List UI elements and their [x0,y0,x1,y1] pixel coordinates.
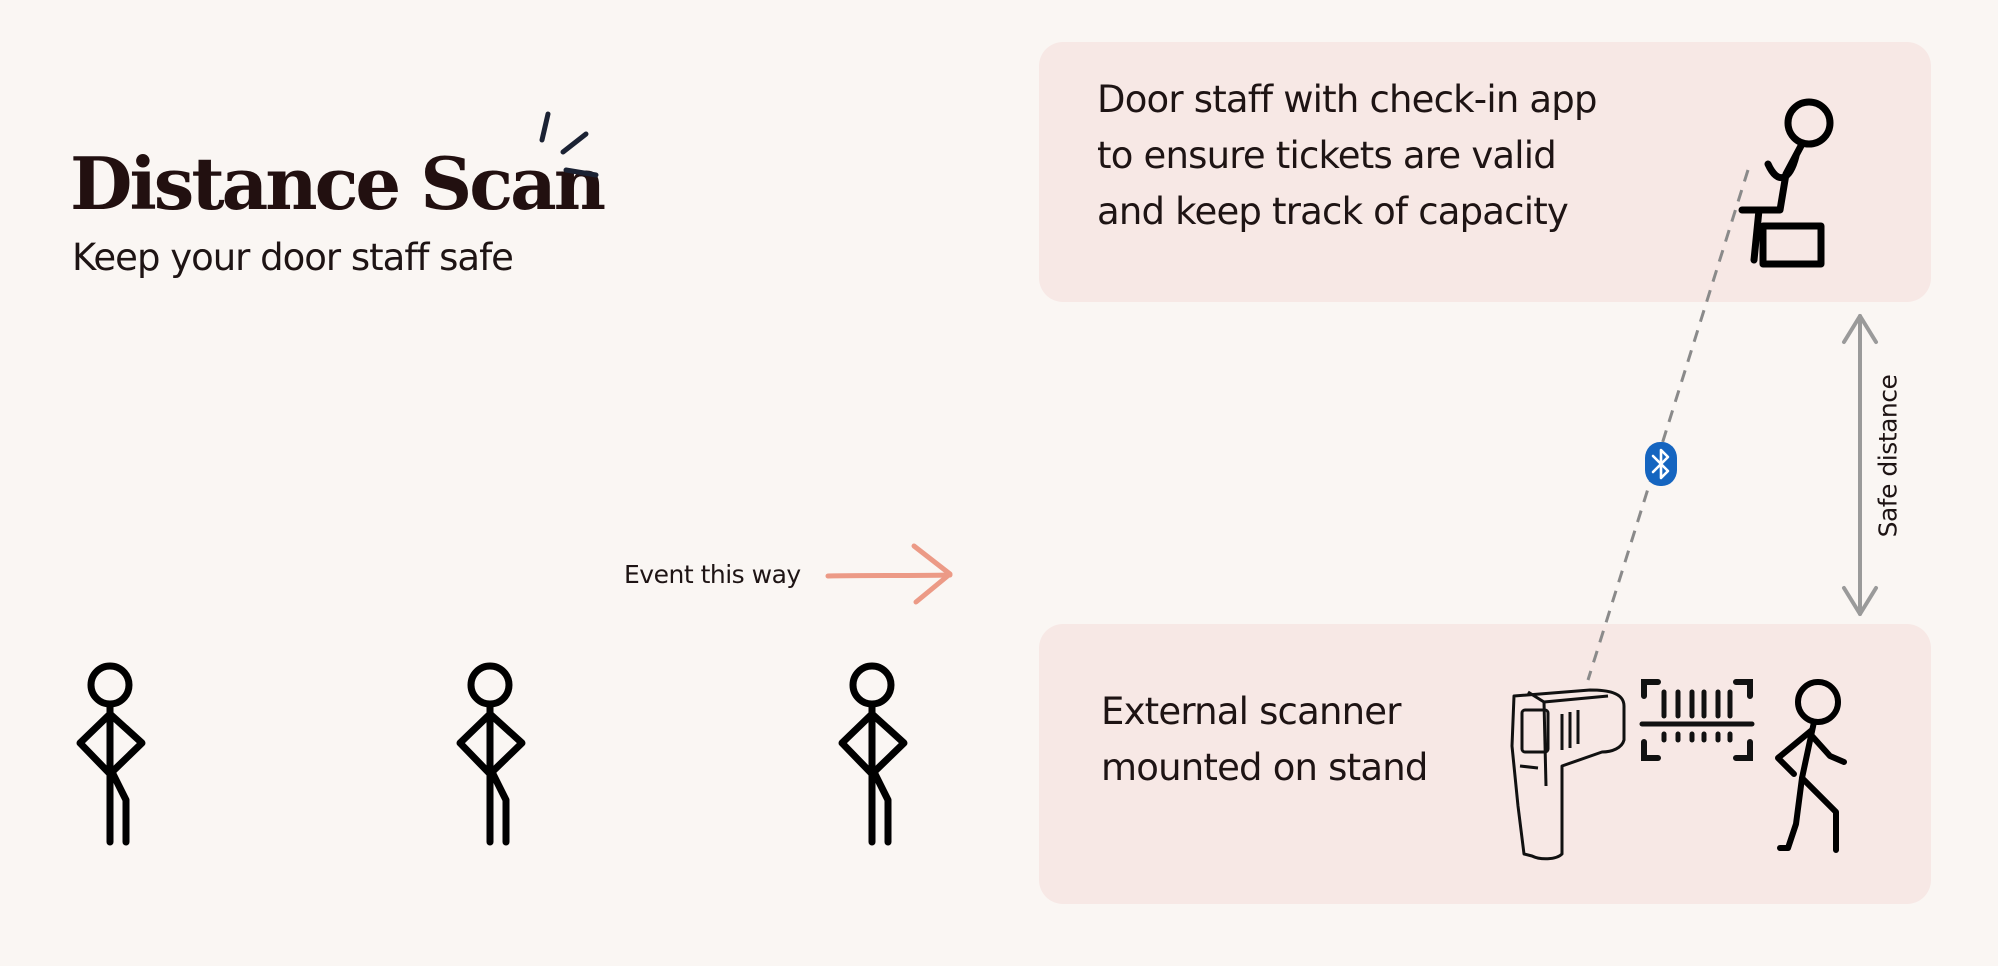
stick-figure-icon [838,662,908,846]
safe-distance-arrow-icon [1842,314,1878,616]
door-staff-description: Door staff with check-in app to ensure t… [1097,78,1597,233]
seated-staff-icon [1738,98,1834,268]
handheld-scanner-icon [1510,688,1626,861]
scanner-description: External scanner mounted on stand [1101,690,1428,789]
bluetooth-icon [1645,442,1677,486]
door-staff-card: Door staff with check-in app to ensure t… [1039,42,1931,302]
stick-figure-icon [76,662,146,846]
safe-distance-label: Safe distance [1873,374,1903,538]
event-direction-label: Event this way [624,560,801,589]
barcode-icon [1639,679,1755,761]
event-direction-arrow-icon [825,543,953,605]
stick-figure-icon [456,662,526,846]
walking-person-icon [1775,679,1847,853]
sparkle-icon [539,111,599,178]
page-subtitle: Keep your door staff safe [72,236,514,279]
page-title: Distance Scan [70,141,606,226]
